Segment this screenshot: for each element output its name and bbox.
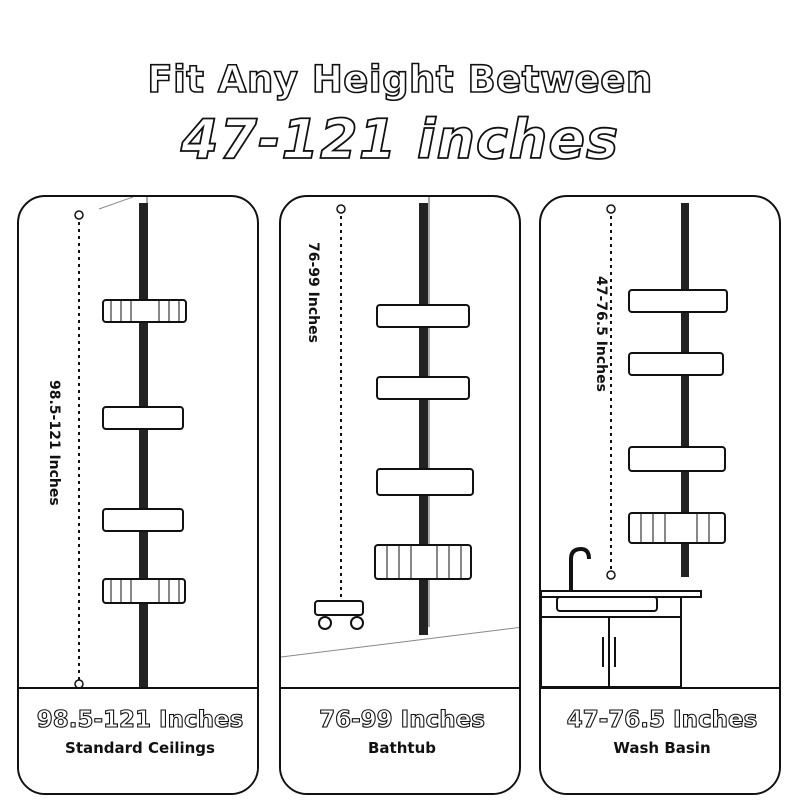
card-bathtub: 76-99 Inches 76-99 Inches Bathtub xyxy=(279,195,521,795)
height-range-title: 47-121 inches xyxy=(180,107,620,172)
location-label: Bathtub xyxy=(368,739,436,757)
caddy-illustration-standard-ceilings xyxy=(74,197,187,687)
vertical-height-label: 76-99 Inches xyxy=(305,242,321,343)
vertical-height-label: 98.5-121 Inches xyxy=(46,380,62,506)
location-label: Standard Ceilings xyxy=(65,739,215,757)
card-wash-basin: 47-76.5 Inches 47-76.5 Inches Wash Basin xyxy=(539,195,781,795)
height-range-label: 47-76.5 Inches xyxy=(566,706,758,733)
vertical-height-label: 47-76.5 Inches xyxy=(593,276,609,392)
height-range-label: 76-99 Inches xyxy=(319,706,486,733)
caddy-illustration-wash-basin xyxy=(541,203,728,687)
caddy-illustration-bathtub xyxy=(281,197,519,658)
caption-wash-basin: 47-76.5 Inches Wash Basin xyxy=(541,687,779,793)
height-range-label: 98.5-121 Inches xyxy=(36,706,244,733)
card-standard-ceilings: 98.5-121 Inches 98.5-121 Inches Standard… xyxy=(17,195,259,795)
caption-standard-ceilings: 98.5-121 Inches Standard Ceilings xyxy=(19,687,257,793)
headline: Fit Any Height Between xyxy=(147,57,653,102)
caption-bathtub: 76-99 Inches Bathtub xyxy=(281,687,519,793)
location-label: Wash Basin xyxy=(613,739,711,757)
